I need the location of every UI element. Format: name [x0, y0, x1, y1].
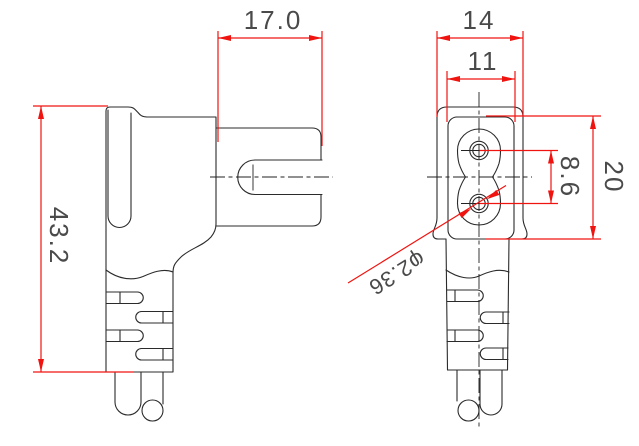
- dim-label-14: 14: [463, 5, 496, 35]
- side-strain-relief: [105, 291, 174, 361]
- dimension-annotations: 17.0 43.2 14 11 20: [33, 5, 629, 373]
- dim-label-43-2: 43.2: [44, 207, 74, 266]
- front-strain-relief: [446, 289, 510, 361]
- dim-face-height: 20: [486, 115, 629, 240]
- dim-overall-height: 43.2: [33, 105, 134, 373]
- dim-pin-diameter: φ2.36: [347, 184, 507, 300]
- dim-pin-spacing: 8.6: [479, 149, 585, 205]
- dim-label-17-0: 17.0: [244, 5, 303, 35]
- side-mold-line: [105, 269, 174, 280]
- front-body-side-left: [445, 238, 449, 371]
- side-view: [105, 106, 333, 422]
- dim-face-inner-width: 11: [446, 46, 516, 122]
- side-body-outline: [105, 106, 217, 373]
- side-rib: [107, 109, 132, 228]
- side-cable: [114, 371, 164, 422]
- dim-label-11: 11: [468, 46, 499, 76]
- front-cable: [456, 369, 503, 422]
- dim-head-depth: 17.0: [217, 5, 323, 146]
- dim-label-8-6: 8.6: [555, 156, 585, 198]
- dim-label-phi-2-36: φ2.36: [364, 246, 430, 300]
- front-body-side-right: [506, 238, 510, 371]
- front-outer-shell: [436, 106, 524, 118]
- dim-label-20: 20: [599, 161, 629, 194]
- side-head: [215, 127, 322, 227]
- front-mold-line: [445, 269, 510, 279]
- front-view: [427, 92, 532, 428]
- dim-face-width: 14: [436, 5, 524, 117]
- front-face: [447, 116, 515, 240]
